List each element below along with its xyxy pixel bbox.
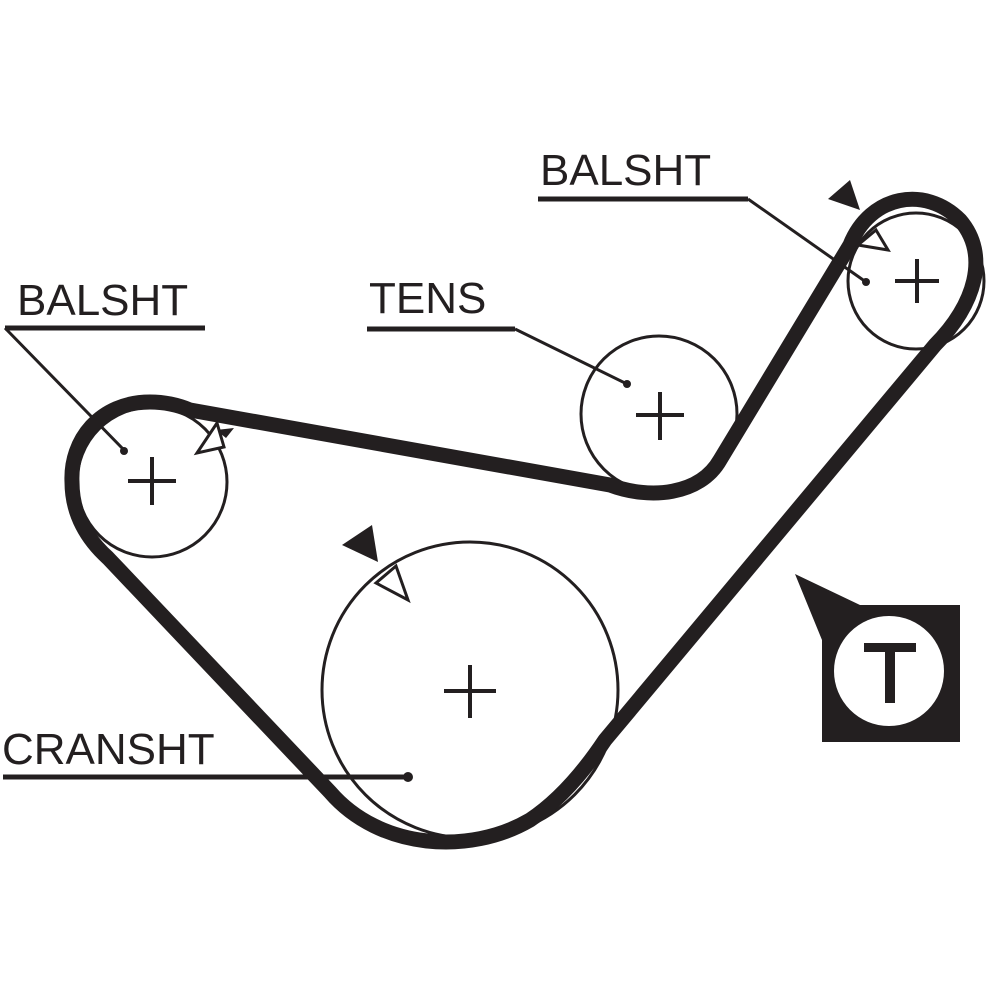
center-cross-icon bbox=[444, 665, 496, 718]
timing-mark-inner-icon bbox=[854, 227, 891, 253]
center-cross-icon bbox=[895, 259, 939, 303]
center-cross-icon bbox=[636, 392, 684, 440]
timing-mark-outer-icon bbox=[342, 525, 378, 562]
timing-mark-inner-icon bbox=[193, 419, 226, 456]
label-cranksht: CRANSHT bbox=[2, 725, 215, 774]
pulley-balsht-right bbox=[846, 211, 986, 351]
tensioner-badge-icon bbox=[795, 574, 960, 742]
leader-cranksht bbox=[3, 772, 413, 782]
label-balsht-left: BALSHT bbox=[17, 276, 188, 325]
leader-balsht-right bbox=[538, 196, 870, 286]
label-balsht-right: BALSHT bbox=[540, 146, 711, 195]
label-tens: TENS bbox=[369, 274, 486, 323]
center-cross-icon bbox=[128, 457, 176, 505]
leader-tens bbox=[367, 326, 631, 388]
timing-mark-outer-icon bbox=[828, 180, 860, 210]
timing-mark-inner-icon bbox=[373, 563, 411, 604]
leader-balsht-left bbox=[3, 325, 205, 455]
timing-belt bbox=[64, 191, 984, 850]
